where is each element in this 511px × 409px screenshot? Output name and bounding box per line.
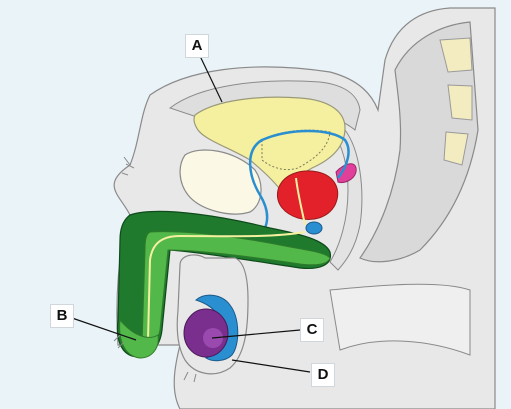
prostate-gland xyxy=(277,171,337,220)
bulbourethral-gland xyxy=(306,222,322,234)
label-d: D xyxy=(311,363,335,387)
label-c: C xyxy=(300,318,324,342)
label-a: A xyxy=(185,34,209,58)
sacrum-vertebra-2 xyxy=(448,85,472,120)
label-b: B xyxy=(50,304,74,328)
